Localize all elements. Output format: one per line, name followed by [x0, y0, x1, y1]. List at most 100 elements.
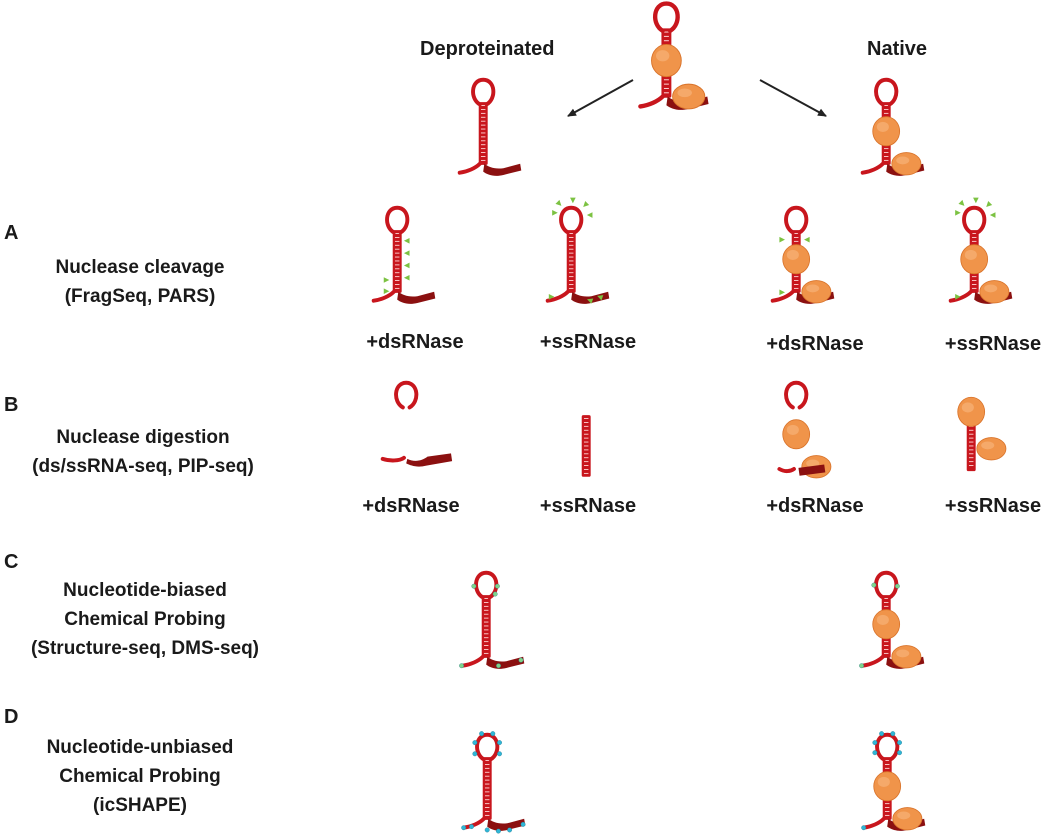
unbiased-probe-dot [872, 740, 878, 746]
cleavage-site-marker [403, 250, 410, 256]
row-b-deproteinated-dsrnase [380, 380, 453, 467]
cleavage-site-marker [587, 298, 594, 304]
protein-1 [872, 116, 901, 147]
biased-probe-dot [859, 663, 864, 669]
protein-1-highlight [877, 776, 890, 788]
unbiased-probe-dot [497, 751, 502, 757]
row-a-label-1: +dsRNase [366, 331, 464, 353]
biased-probe-dot [518, 657, 524, 663]
protein-1-highlight [786, 249, 799, 261]
rna-stem [966, 415, 976, 472]
row-c-deproteinated [459, 570, 525, 669]
protein-1-highlight [786, 424, 799, 436]
protein-1-highlight [876, 614, 889, 626]
row-b-native-dsrnase [777, 380, 832, 479]
row-a-letter: A [4, 222, 19, 244]
protein-2-highlight [806, 459, 820, 468]
rna-stem [482, 757, 492, 820]
biased-probe-dot [871, 582, 877, 588]
biased-probe-dot [471, 583, 477, 589]
unbiased-probe-dot [490, 731, 496, 737]
protein-2 [892, 807, 923, 831]
biased-probe-dot [492, 591, 498, 597]
protein-2-highlight [896, 649, 910, 658]
protein-1 [651, 43, 682, 78]
cleavage-site-marker [955, 210, 961, 216]
unbiased-probe-dot [520, 821, 526, 827]
rna-3prime-tail [571, 291, 610, 304]
row-a-native-ssrnase [948, 197, 1013, 304]
header-native: Native [867, 38, 928, 60]
arrow-to-deproteinated [567, 79, 634, 117]
rna-5prime-tail [770, 289, 795, 303]
cleavage-site-marker [403, 262, 410, 269]
rna-loop [784, 380, 809, 410]
protein-2 [891, 645, 922, 669]
cleavage-site-marker [989, 212, 996, 218]
rna-5prime-tail [545, 289, 570, 303]
rna-5prime-tail [861, 816, 886, 830]
protein-2-highlight [806, 284, 820, 293]
rna-5prime-tail [457, 161, 482, 175]
unbiased-probe-dot [484, 827, 490, 833]
row-a-label-3: +dsRNase [766, 333, 864, 355]
rna-3prime-tail [483, 163, 522, 176]
protein-1-highlight [876, 121, 889, 133]
rna-fragment-tail [777, 467, 796, 474]
unbiased-probe-dot [897, 740, 902, 746]
biased-probe-dot [894, 583, 900, 589]
rna-loop [874, 77, 899, 107]
unbiased-probe-dot [461, 825, 467, 831]
unbiased-probe-dot [472, 751, 478, 757]
cleavage-site-marker [804, 236, 810, 243]
row-b-label-4: +ssRNase [944, 495, 1042, 517]
row-a-label-4: +ssRNase [944, 333, 1042, 355]
unbiased-probe-dot [507, 827, 513, 833]
unbiased-probe-dot [469, 824, 474, 830]
rna-loop [475, 732, 500, 762]
unbiased-probe-dot [472, 740, 478, 746]
cleavage-site-marker [955, 294, 961, 300]
protein-1 [873, 771, 902, 802]
rna-loop [653, 1, 680, 33]
row-b-letter: B [4, 394, 19, 416]
protein-2-highlight [897, 811, 911, 820]
cleavage-site-marker [986, 201, 993, 207]
rna-loop [784, 205, 809, 235]
cleavage-site-marker [383, 277, 390, 283]
row-a-deproteinated-ssrnase [545, 197, 610, 304]
row-a-native-dsrnase [770, 205, 835, 304]
cleavage-site-marker [548, 294, 555, 300]
biased-probe-dot [459, 663, 464, 669]
cleavage-site-marker [570, 197, 576, 204]
rna-5prime-tail [860, 654, 885, 668]
protein-1 [957, 396, 986, 427]
rna-fragment-3prime [798, 464, 826, 476]
row-a-label-2: +ssRNase [539, 331, 637, 353]
protein-2 [672, 83, 706, 110]
unbiased-probe-dot [897, 750, 902, 756]
row-d-letter: D [4, 706, 19, 728]
biased-probe-dot [494, 583, 500, 589]
rna-loop [962, 205, 987, 235]
protein-2 [801, 280, 832, 304]
row-b-native-ssrnase [957, 396, 1007, 472]
rna-loop [875, 732, 900, 762]
unbiased-probe-dot [872, 750, 878, 756]
rna-5prime-tail [371, 289, 396, 303]
arrow-to-native [759, 79, 827, 117]
cleavage-site-marker [403, 238, 410, 244]
unbiased-probe-dot [879, 731, 885, 737]
protein-2 [976, 437, 1007, 461]
header-deproteinated: Deproteinated [420, 38, 555, 60]
rna-stem [566, 230, 576, 293]
protein-1-highlight [964, 249, 977, 261]
cleavage-site-marker [779, 289, 785, 296]
rna-fragment-3prime [406, 453, 453, 467]
unbiased-probe-dot [861, 825, 867, 831]
cleavage-site-marker [583, 201, 590, 207]
row-a-deproteinated-dsrnase [371, 205, 436, 304]
rna-3prime-tail [487, 818, 526, 831]
